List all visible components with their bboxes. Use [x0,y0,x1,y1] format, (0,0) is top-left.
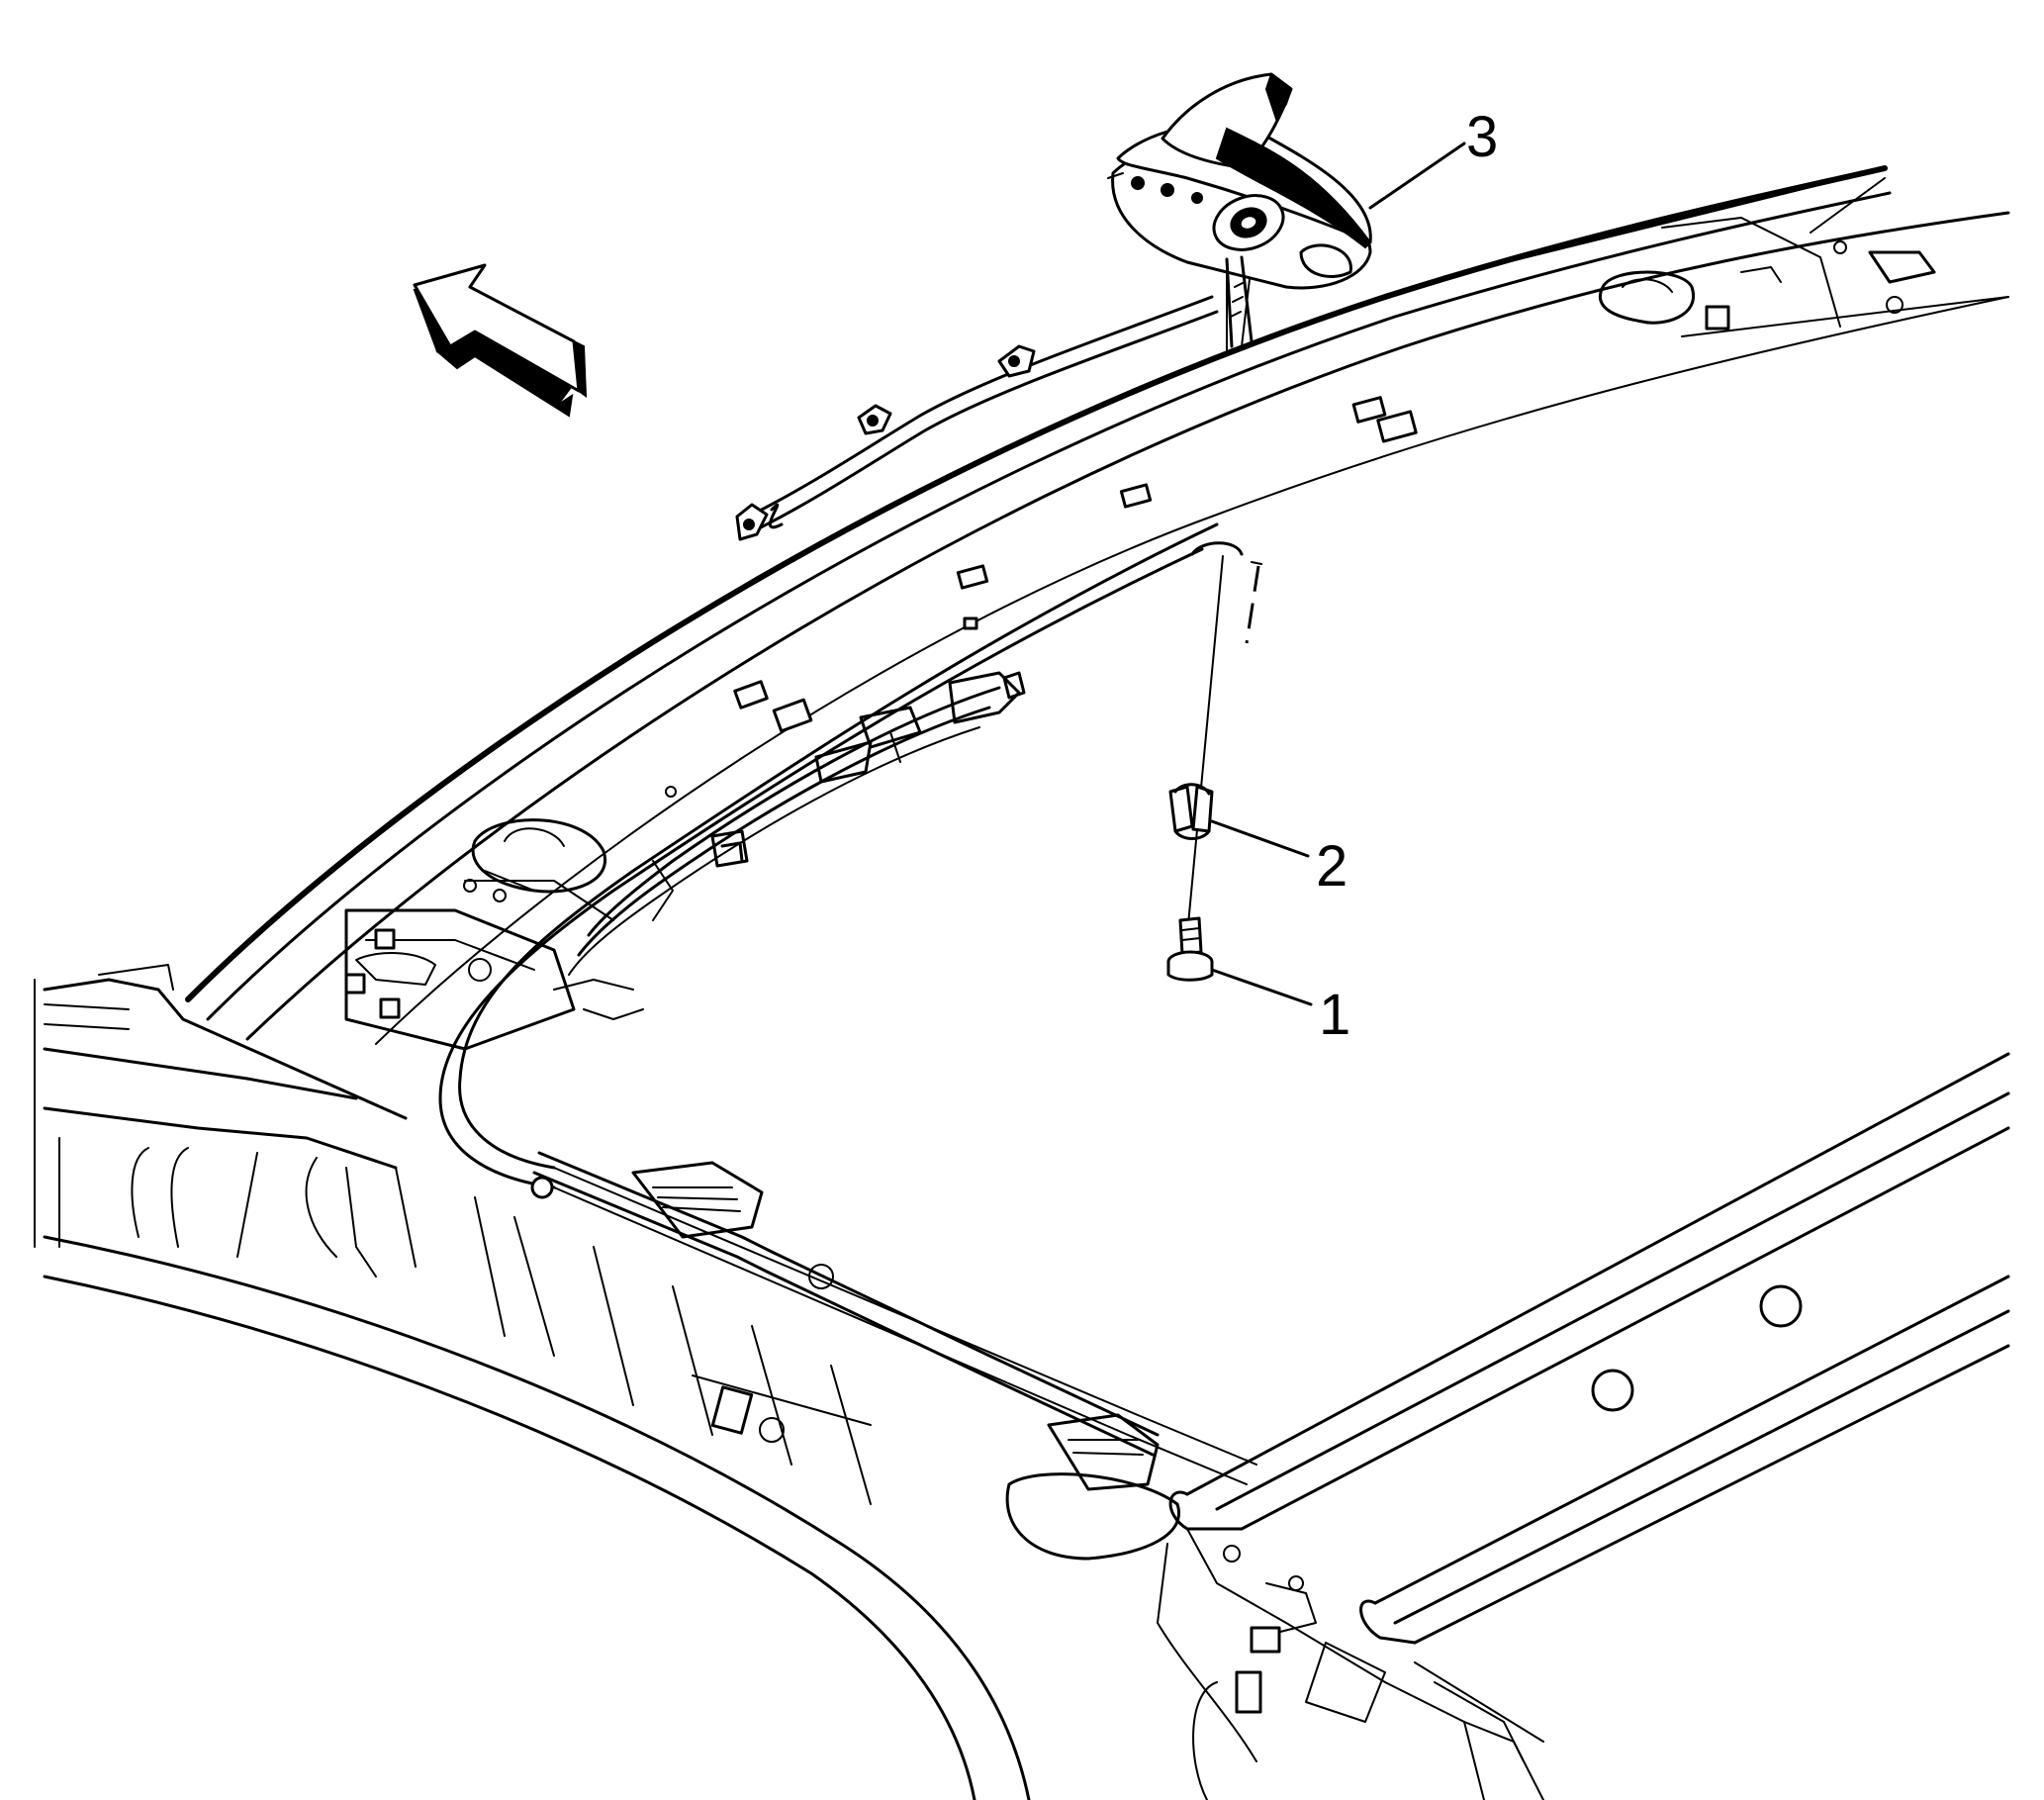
antenna-cable [735,295,1219,541]
rear-roof-bows [1157,1052,2010,1800]
roof-outer-rail [185,165,2010,1045]
assembly-lines [1186,541,1262,936]
callout-leader-3 [1368,142,1466,210]
rail-pads [665,396,1418,798]
nut-clip-part [1168,783,1214,840]
a-pillar-structure [34,964,1031,1800]
callout-leaders [1210,142,1466,1006]
wiring-harness [553,671,1026,1020]
roof-opening-edge [438,522,1257,1485]
header-brackets [344,240,1936,1051]
bolt-part [1166,916,1214,982]
callout-leader-1 [1210,968,1313,1006]
callout-label-1: 1 [1319,983,1350,1047]
front-direction-arrow-icon [413,263,588,418]
callout-leader-2 [1210,819,1310,858]
callout-label-3: 3 [1466,105,1498,169]
side-rail-harness [530,1151,1180,1561]
roof-antenna-assembly [1107,72,1372,352]
callout-label-2: 2 [1316,834,1347,899]
